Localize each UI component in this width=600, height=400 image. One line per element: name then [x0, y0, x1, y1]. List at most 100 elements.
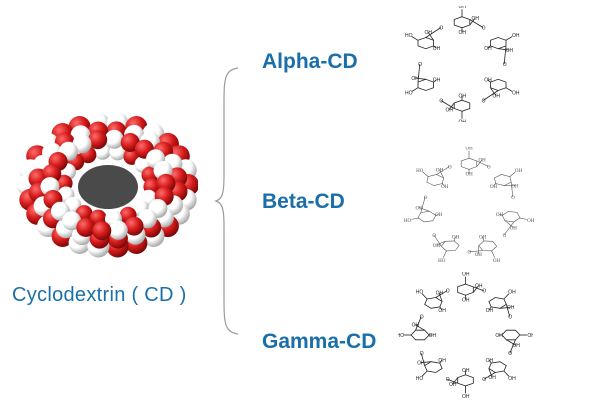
model-atom: [108, 220, 128, 240]
glucose-ring: [488, 361, 507, 373]
hydroxyl-label: OH: [506, 48, 514, 54]
oxygen-atom-label: O: [482, 98, 486, 104]
oxygen-atom-label: O: [503, 62, 507, 68]
hydroxyl-label: OH: [493, 94, 501, 100]
hydroxyl-label: OH: [438, 358, 446, 364]
gamma-cd-label: Gamma-CD: [262, 330, 377, 353]
hydroxyl-label: OH: [479, 159, 487, 164]
alpha-cd-label: Alpha-CD: [262, 50, 358, 73]
hydroxyl-label: HO: [404, 219, 412, 224]
hydroxyl-label: OH: [512, 91, 520, 97]
glucose-ring: [457, 374, 474, 387]
hydroxyl-label: OH: [488, 375, 496, 381]
glucose-ring: [490, 78, 507, 91]
gamma-cyclodextrin-structure-icon: OOHOHOHOOHOHOHOOHOHOHOOHOHOHOOHOHOHOHOOH…: [398, 272, 533, 398]
glucose-ring: [460, 157, 478, 170]
hydroxyl-label: OH: [433, 46, 441, 52]
hydroxyl-label: OH: [507, 305, 515, 311]
hydroxyl-label: OH: [511, 184, 519, 189]
oxygen-atom-label: O: [439, 98, 443, 104]
glucose-ring: [488, 297, 507, 309]
model-atom: [120, 133, 140, 152]
hydroxyl-label: OH: [462, 297, 470, 303]
oxygen-atom-label: O: [446, 289, 450, 295]
glucose-ring: [453, 16, 471, 29]
hydroxyl-label: OH: [462, 368, 470, 374]
hydroxyl-label: OH: [466, 147, 474, 152]
glucose-ring: [453, 99, 471, 112]
hydroxyl-label: OH: [462, 272, 470, 277]
hydroxyl-label: OH: [475, 253, 483, 258]
hydroxyl-label: OH: [459, 120, 467, 122]
oxygen-atom-label: O: [424, 196, 428, 201]
hydroxyl-label: OH: [417, 360, 425, 366]
hydroxyl-label: OH: [411, 76, 419, 82]
hydroxyl-label: OH: [429, 333, 437, 339]
hydroxyl-label: OH: [527, 333, 533, 339]
hydroxyl-label: OH: [446, 108, 454, 114]
glucose-ring: [417, 37, 434, 50]
glucose-ring: [501, 210, 521, 223]
hydroxyl-label: OH: [484, 78, 492, 84]
oxygen-atom-label: O: [432, 234, 436, 239]
glucose-ring: [494, 174, 512, 186]
hydroxyl-label: HO: [416, 169, 424, 174]
hydroxyl-label: OH: [512, 343, 520, 349]
oxygen-atom-label: O: [487, 165, 491, 170]
hydroxyl-label: HO: [438, 259, 446, 264]
oxygen-atom-label: O: [503, 234, 507, 239]
glucose-ring: [410, 329, 430, 341]
hydroxyl-label: OH: [433, 78, 441, 84]
beta-cd-label: Beta-CD: [262, 190, 345, 213]
hydroxyl-label: OH: [459, 30, 467, 36]
oxygen-atom-label: O: [448, 165, 452, 170]
hydroxyl-label: OH: [475, 284, 483, 290]
hydroxyl-label: OH: [496, 213, 504, 218]
oxygen-atom-label: O: [446, 377, 450, 383]
glucose-ring: [424, 361, 443, 373]
hydroxyl-label: HO: [416, 289, 424, 295]
hydroxyl-label: HO: [405, 91, 413, 97]
hydroxyl-label: OH: [466, 173, 474, 178]
oxygen-atom-label: O: [511, 196, 515, 201]
glucose-ring: [440, 240, 460, 252]
hydroxyl-label: OH: [436, 168, 444, 173]
glucose-ring: [417, 210, 437, 223]
hydroxyl-label: OH: [438, 308, 446, 314]
model-atom: [62, 211, 82, 231]
hydroxyl-label: OH: [462, 394, 470, 398]
model-atom: [124, 216, 144, 236]
hydroxyl-label: OH: [495, 333, 503, 339]
hydroxyl-label: HO: [405, 33, 413, 39]
cyclodextrin-label: Cyclodextrin ( CD ): [12, 284, 187, 306]
hydroxyl-label: OH: [452, 236, 460, 241]
hydroxyl-label: OH: [436, 291, 444, 297]
glucose-ring: [417, 78, 434, 91]
hydroxyl-label: OH: [449, 382, 457, 388]
hydroxyl-label: OH: [435, 213, 443, 218]
hydroxyl-label: OH: [527, 219, 535, 224]
hydroxyl-label: OH: [512, 33, 520, 39]
oxygen-atom-label: O: [508, 315, 512, 321]
hydroxyl-label: OH: [515, 169, 523, 174]
hydroxyl-label: OH: [508, 289, 516, 295]
model-atom: [104, 129, 124, 149]
hydroxyl-label: OH: [441, 185, 449, 190]
oxygen-atom-label: O: [420, 315, 424, 321]
hydroxyl-label: OH: [412, 323, 420, 329]
oxygen-atom-label: O: [418, 62, 422, 68]
glucose-ring: [426, 174, 444, 186]
space-filling-molecule-icon: [18, 105, 198, 265]
glucose-ring: [424, 297, 443, 309]
glucose-ring: [478, 240, 498, 252]
hydroxyl-label: OH: [486, 358, 494, 364]
alpha-cyclodextrin-structure-icon: OOHOHOHOOHOHOHOOHOHOHOOHOHOHOHOOHOHOHOOH…: [392, 6, 532, 122]
oxygen-atom-label: O: [508, 351, 512, 357]
hydroxyl-label: OH: [416, 206, 424, 211]
model-atom: [92, 221, 112, 241]
oxygen-atom-label: O: [439, 25, 443, 31]
hydroxyl-label: OH: [493, 259, 501, 264]
hydroxyl-label: OH: [490, 185, 498, 190]
